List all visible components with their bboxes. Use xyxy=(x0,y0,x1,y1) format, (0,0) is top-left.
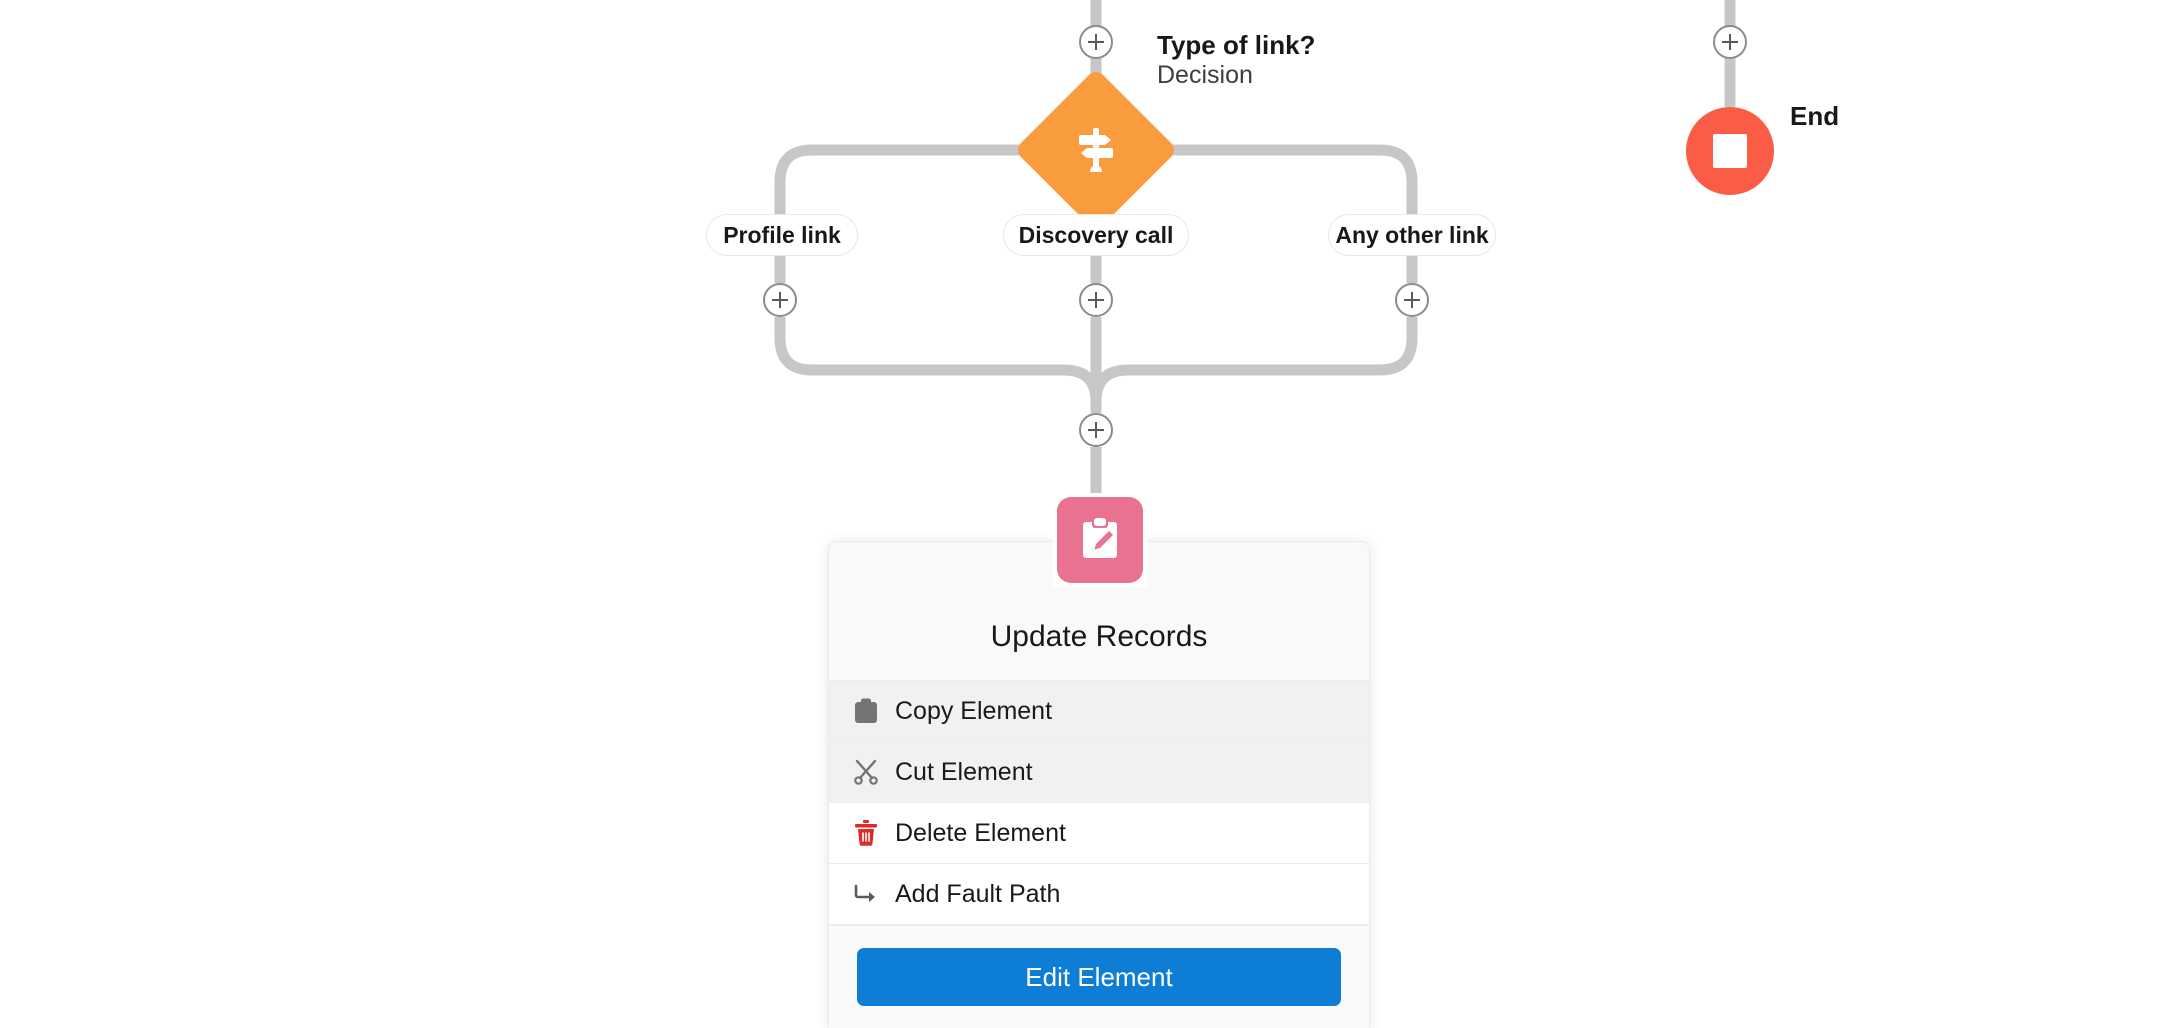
element-context-menu: Update Records Copy Element xyxy=(828,541,1370,1028)
branch-pill-profile-link[interactable]: Profile link xyxy=(706,214,858,256)
stop-square-icon xyxy=(1713,134,1747,168)
menu-item-label: Add Fault Path xyxy=(895,880,1061,908)
add-element-above-decision-button[interactable] xyxy=(1079,25,1113,59)
context-menu-title: Update Records xyxy=(990,620,1208,653)
branch-pill-label: Any other link xyxy=(1335,221,1489,248)
flow-canvas: Type of link? Decision Profile link Disc… xyxy=(706,0,1839,1028)
trash-icon xyxy=(851,818,881,848)
add-element-before-end-button[interactable] xyxy=(1713,25,1747,59)
clipboard-edit-icon xyxy=(1083,518,1117,558)
add-element-after-merge-button[interactable] xyxy=(1079,413,1113,447)
menu-item-label: Copy Element xyxy=(895,697,1053,725)
end-node[interactable] xyxy=(1686,107,1774,195)
clipboard-icon xyxy=(851,696,881,726)
edit-element-button[interactable]: Edit Element xyxy=(857,948,1341,1006)
decision-node-subtitle: Decision xyxy=(1157,61,1253,89)
branch-pill-label: Discovery call xyxy=(1018,221,1174,248)
menu-item-copy-element[interactable]: Copy Element xyxy=(829,681,1369,742)
update-records-node-inner xyxy=(1057,497,1143,583)
context-menu-list: Copy Element Cut Element xyxy=(829,681,1369,925)
menu-item-delete-element[interactable]: Delete Element xyxy=(829,803,1369,864)
scissors-icon xyxy=(851,757,881,787)
context-menu-footer: Edit Element xyxy=(829,925,1369,1028)
arrow-branch-icon xyxy=(851,879,881,909)
add-element-branch-any-other-link-button[interactable] xyxy=(1395,283,1429,317)
update-records-node[interactable] xyxy=(1053,493,1147,587)
add-element-branch-profile-link-button[interactable] xyxy=(763,283,797,317)
menu-item-add-fault-path[interactable]: Add Fault Path xyxy=(829,864,1369,925)
signpost-icon xyxy=(1038,92,1154,208)
menu-item-label: Cut Element xyxy=(895,758,1033,786)
menu-item-label: Delete Element xyxy=(895,819,1066,847)
end-node-label-wrap: End xyxy=(1790,101,1839,131)
end-node-label: End xyxy=(1790,101,1840,131)
branch-pill-any-other-link[interactable]: Any other link xyxy=(1328,214,1496,256)
decision-node-type-of-link[interactable] xyxy=(1013,67,1179,233)
menu-item-cut-element[interactable]: Cut Element xyxy=(829,742,1369,803)
branch-pill-discovery-call[interactable]: Discovery call xyxy=(1003,214,1189,256)
decision-node-label: Type of link? Decision xyxy=(1157,30,1315,90)
branch-pill-label: Profile link xyxy=(723,221,841,248)
decision-node-title: Type of link? xyxy=(1157,30,1316,60)
add-element-branch-discovery-call-button[interactable] xyxy=(1079,283,1113,317)
